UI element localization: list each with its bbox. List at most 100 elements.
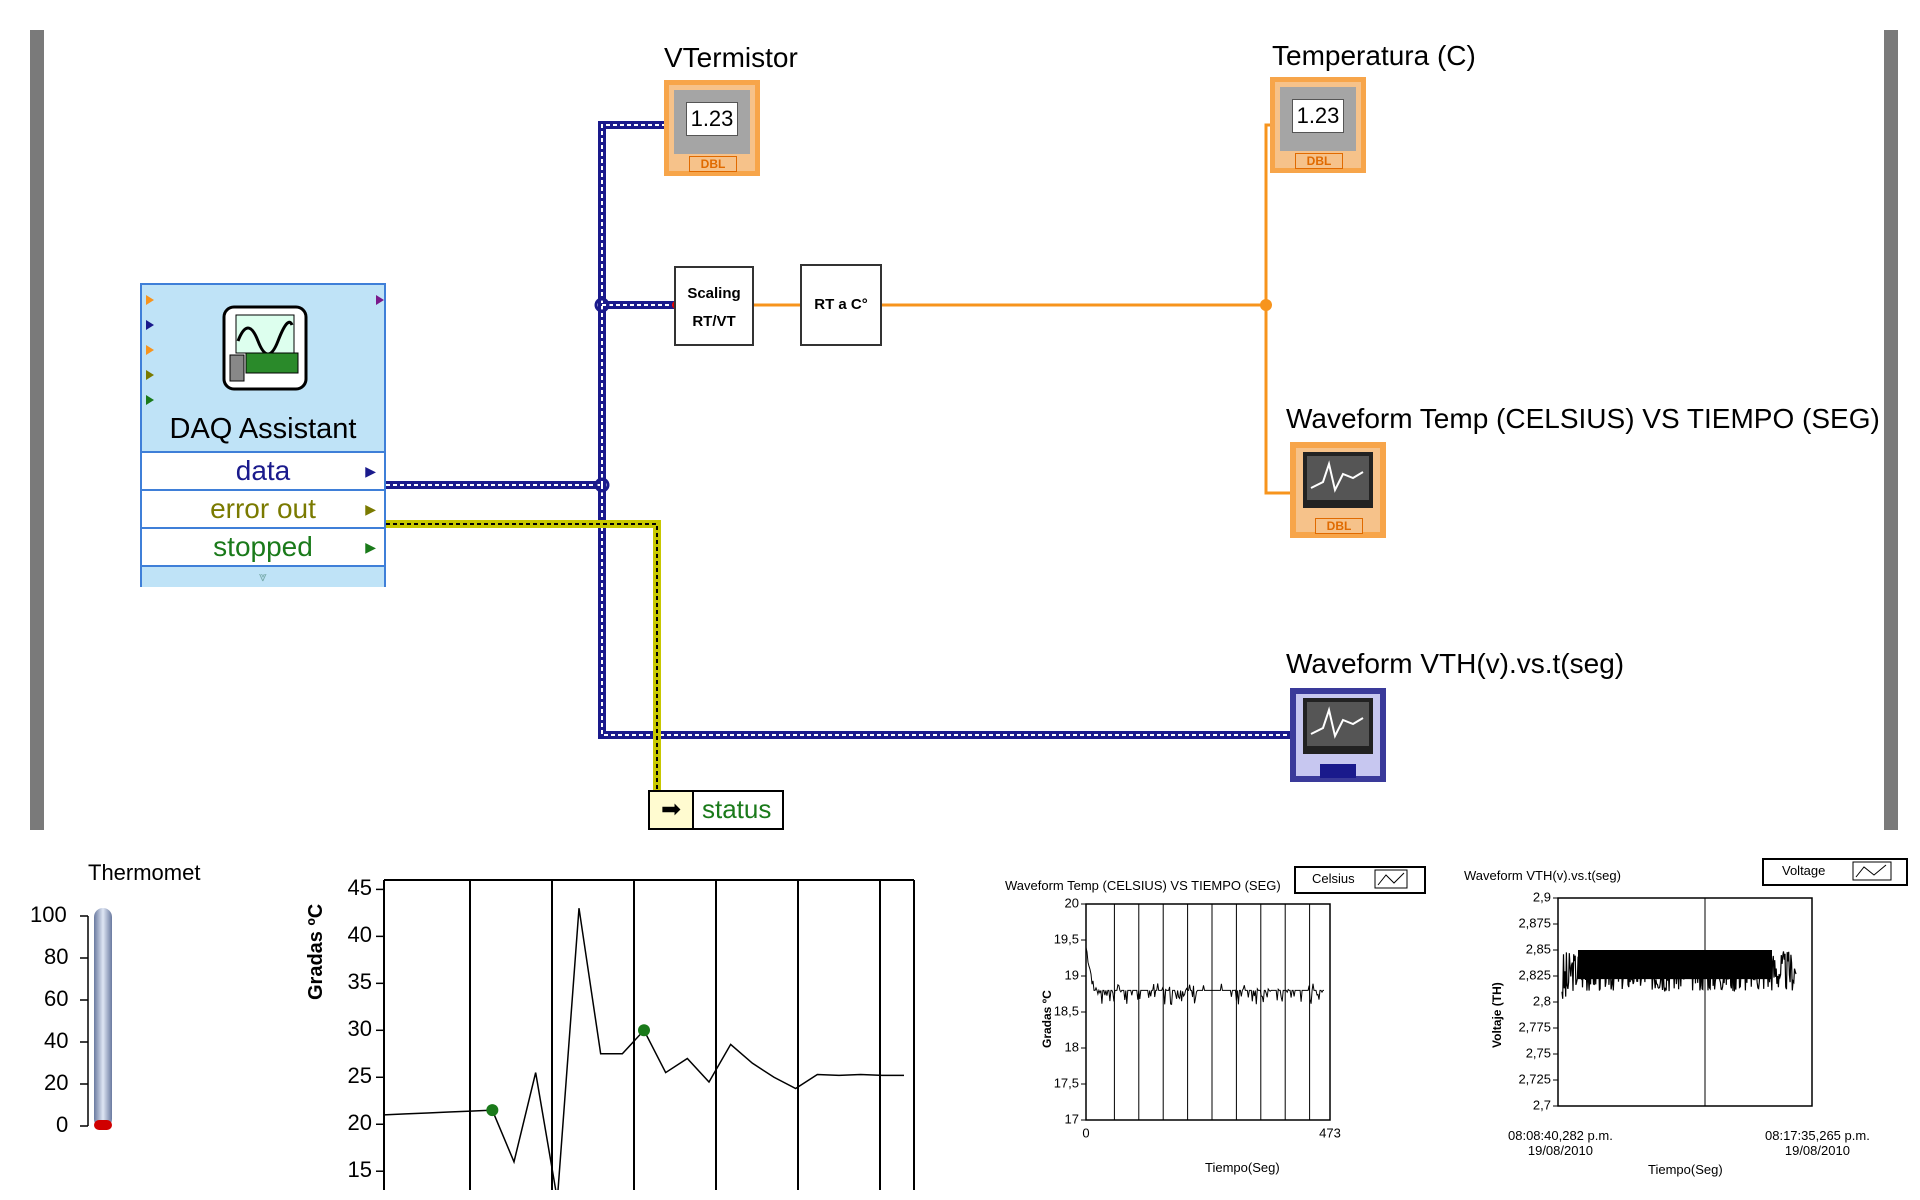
temperatura-label: Temperatura (C) xyxy=(1272,40,1476,71)
vtermistor-value: 1.23 xyxy=(686,102,738,136)
daq-output-stopped[interactable]: stopped ▶ xyxy=(142,527,384,565)
y-tick-label: 2,75 xyxy=(1526,1045,1551,1060)
data-point-marker xyxy=(486,1104,499,1117)
rt-a-c-subvi[interactable]: RT a C° xyxy=(800,264,882,346)
graph-icon xyxy=(1303,698,1373,754)
y-tick-label: 18,5 xyxy=(1054,1003,1079,1018)
status-label: status xyxy=(702,794,772,824)
graph-temp-legend[interactable]: Celsius xyxy=(1294,866,1426,894)
temperatura-indicator[interactable]: 1.23 DBL xyxy=(1270,77,1366,173)
celsius-series-line xyxy=(1085,947,1324,1005)
wire-junction xyxy=(1260,299,1272,311)
thermo-tick: 20 xyxy=(44,1070,69,1095)
error-wire[interactable] xyxy=(386,520,661,810)
data-point-marker xyxy=(638,1024,650,1037)
wire-junction xyxy=(594,297,610,313)
daq-card-icon xyxy=(222,305,308,391)
thermometer-label: Thermomet xyxy=(88,860,201,885)
dbl-badge: DBL xyxy=(1295,153,1343,169)
vtermistor-indicator[interactable]: 1.23 DBL xyxy=(664,80,760,176)
scaling-line2: RT/VT xyxy=(692,313,736,330)
x-tick-label: 0 xyxy=(1082,1125,1089,1140)
expand-chevron-icon[interactable]: ⩔ xyxy=(142,565,384,587)
unbundle-arrow-icon: ➡ xyxy=(650,792,694,828)
y-tick-label: 20 xyxy=(1065,898,1079,910)
x-tick-label: 473 xyxy=(1319,1125,1341,1140)
graph-temp-plot[interactable]: 20 19,5 19 18,5 18 17,5 170 473 xyxy=(1040,898,1370,1158)
y-tick-label: 17 xyxy=(1065,1111,1079,1126)
thermo-tick: 0 xyxy=(56,1112,69,1137)
y-tick-label: 35 xyxy=(348,969,372,994)
line-style-icon xyxy=(1852,861,1892,881)
thermometer-scale: 100 80 60 40 20 0 xyxy=(30,898,90,1138)
xend-date: 19/08/2010 xyxy=(1784,1143,1850,1158)
plot-area xyxy=(1557,897,1813,1107)
voltage-dense-band xyxy=(1578,950,1772,980)
line-style-icon xyxy=(1374,869,1408,889)
thermo-tick: 80 xyxy=(44,944,69,969)
y-tick-label: 15 xyxy=(348,1157,372,1182)
daq-output-error[interactable]: error out ▶ xyxy=(142,489,384,527)
thermo-tick: 60 xyxy=(44,986,69,1011)
status-terminal[interactable]: ➡ status xyxy=(648,790,784,830)
graph-vth-xlabel: Tiempo(Seg) xyxy=(1648,1162,1723,1177)
y-tick-label: 2,825 xyxy=(1518,967,1551,982)
y-tick-label: 45 xyxy=(348,875,372,900)
temp-series-line xyxy=(383,908,904,1190)
plot-area xyxy=(1085,903,1331,1121)
y-tick-label: 18 xyxy=(1065,1039,1079,1054)
graph-vth-legend[interactable]: Voltage xyxy=(1762,858,1908,886)
y-tick-label: 25 xyxy=(348,1063,372,1088)
waveform-temp-terminal[interactable]: DBL xyxy=(1290,442,1386,538)
xend-time: 08:17:35,265 p.m. xyxy=(1765,1128,1870,1143)
legend-label: Voltage xyxy=(1782,863,1826,878)
scaling-subvi[interactable]: Scaling RT/VT xyxy=(674,266,754,346)
xstart-date: 19/08/2010 xyxy=(1527,1143,1593,1158)
legend-label: Celsius xyxy=(1312,871,1355,886)
y-tick-label: 2,8 xyxy=(1533,993,1551,1008)
left-frame-bar xyxy=(30,30,44,830)
dbl-badge: DBL xyxy=(1315,518,1363,534)
thermometer-tube[interactable] xyxy=(76,900,136,1140)
graph-icon xyxy=(1303,452,1373,508)
output-label: error out xyxy=(210,493,316,524)
temperatura-value: 1.23 xyxy=(1292,99,1344,133)
y-tick-label: 19,5 xyxy=(1054,931,1079,946)
y-tick-label: 2,7 xyxy=(1533,1097,1551,1112)
graph-temp-title: Waveform Temp (CELSIUS) VS TIEMPO (SEG) xyxy=(1005,878,1281,893)
graph-vth-xend: 08:17:35,265 p.m. 19/08/2010 xyxy=(1765,1128,1870,1158)
block-diagram: VTermistor Temperatura (C) Waveform Temp… xyxy=(30,30,1898,830)
y-tick-label: 2,875 xyxy=(1518,915,1551,930)
y-tick-label: 19 xyxy=(1065,967,1079,982)
waveform-temp-label: Waveform Temp (CELSIUS) VS TIEMPO (SEG) xyxy=(1286,403,1880,434)
graph-temp-xlabel: Tiempo(Seg) xyxy=(1205,1160,1280,1175)
waveform-vth-terminal[interactable] xyxy=(1290,688,1386,782)
chart-ylabel: Gradas ºC xyxy=(305,903,327,1000)
scaling-line1: Scaling xyxy=(687,285,741,302)
output-label: stopped xyxy=(213,531,313,562)
output-arrow-icon: ▶ xyxy=(365,539,376,555)
data-wire[interactable] xyxy=(386,121,1292,739)
thermo-tick: 100 xyxy=(30,902,67,927)
y-tick-label: 30 xyxy=(348,1016,372,1041)
output-arrow-icon: ▶ xyxy=(365,501,376,517)
waveform-type-icon xyxy=(1320,764,1356,778)
output-label: data xyxy=(235,455,291,486)
wire-junction xyxy=(594,477,610,493)
graph-vth-title: Waveform VTH(v).vs.t(seg) xyxy=(1464,868,1621,883)
daq-terminals xyxy=(146,295,384,405)
graph-vth-xstart: 08:08:40,282 p.m. 19/08/2010 xyxy=(1508,1128,1613,1158)
waveform-vth-label: Waveform VTH(v).vs.t(seg) xyxy=(1286,648,1625,679)
y-tick-label: 17,5 xyxy=(1054,1075,1079,1090)
y-tick-label: 2,9 xyxy=(1533,889,1551,904)
wire-layer xyxy=(30,30,1898,830)
daq-output-data[interactable]: data▶ xyxy=(142,451,384,489)
daq-assistant-node[interactable]: DAQ Assistant data▶ error out▶ stopped▶ … xyxy=(140,283,386,587)
xstart-time: 08:08:40,282 p.m. xyxy=(1508,1128,1613,1143)
y-tick-label: 2,775 xyxy=(1518,1019,1551,1034)
rt-a-c-label: RT a C° xyxy=(814,296,868,313)
daq-title: DAQ Assistant xyxy=(169,413,357,445)
y-tick-label: 20 xyxy=(348,1110,372,1135)
